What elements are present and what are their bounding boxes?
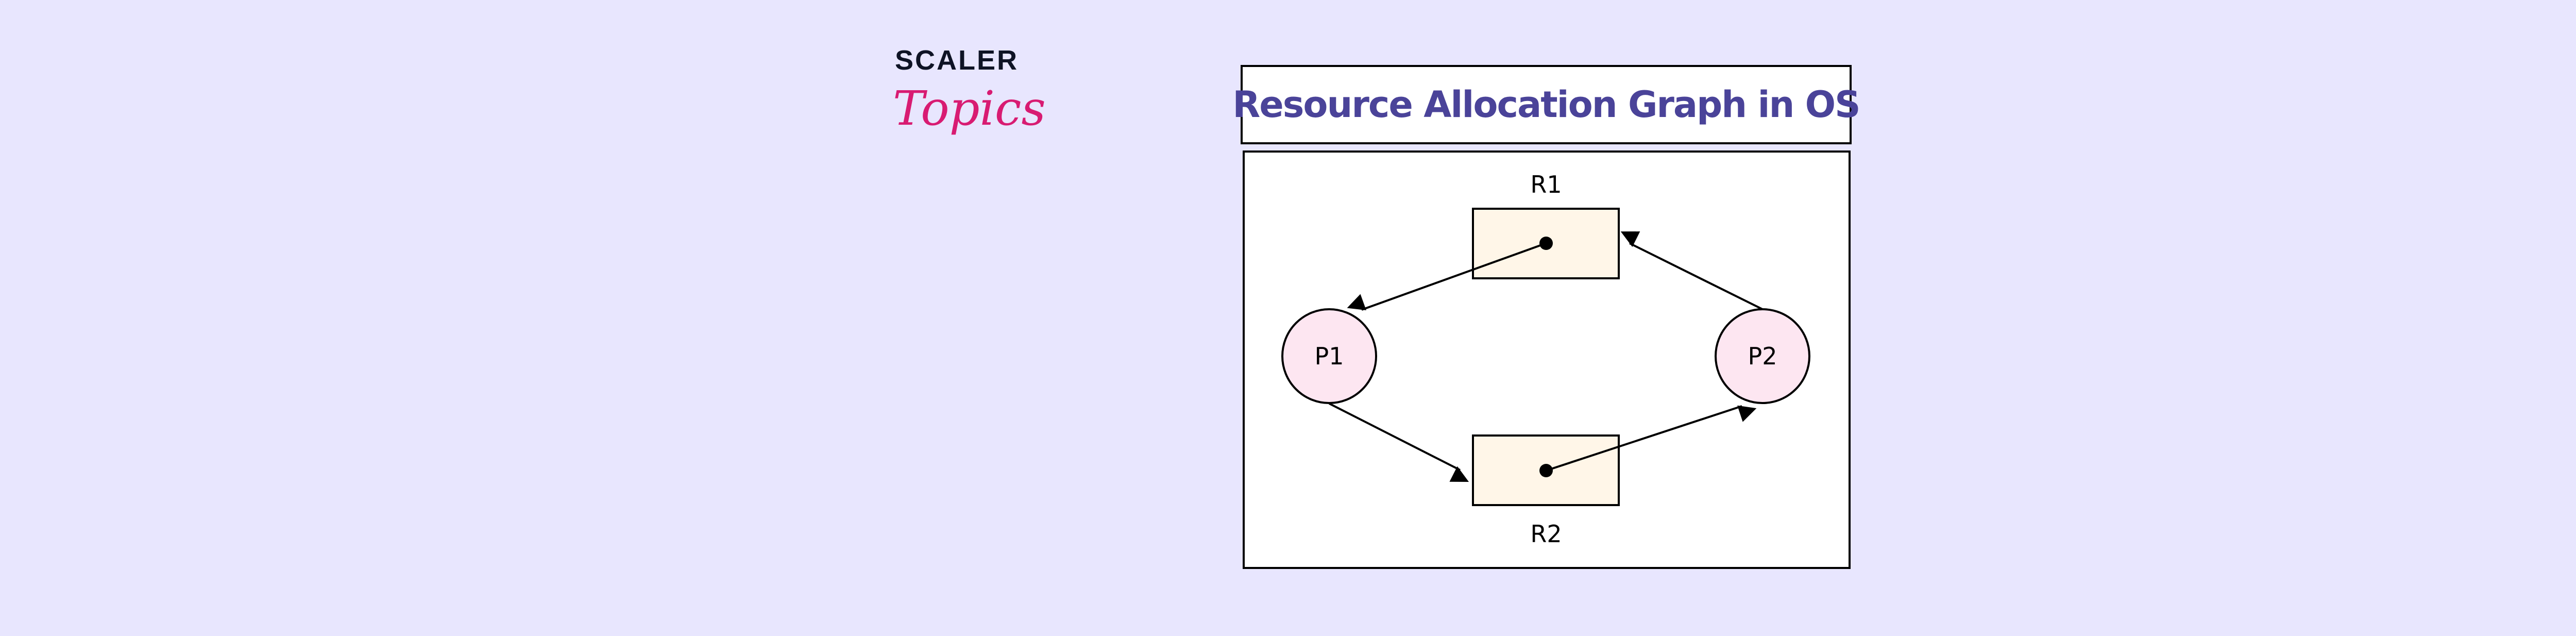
logo-topics-text: Topics <box>893 81 1046 136</box>
edge-r1-to-p1 <box>1347 242 1547 311</box>
r1-instance-dot <box>1539 237 1553 250</box>
resource-r1-label: R1 <box>1530 171 1562 198</box>
process-p2-label: P2 <box>1748 342 1777 370</box>
title-box: Resource Allocation Graph in OS <box>1232 65 1861 144</box>
edge-r2-to-p2 <box>1546 405 1757 472</box>
process-p1 <box>1281 308 1377 404</box>
logo-scaler-text: SCALER <box>895 45 1019 76</box>
edge-p1-to-r2 <box>1329 403 1469 482</box>
resource-r1 <box>1472 208 1620 279</box>
scaler-topics-logo: SCALER Topics <box>893 44 1046 158</box>
process-p1-label: P1 <box>1314 342 1344 370</box>
edge-p2-to-r1 <box>1620 231 1763 310</box>
r2-instance-dot <box>1539 464 1553 477</box>
diagram-title: Resource Allocation Graph in OS <box>1232 83 1860 126</box>
resource-r2-label: R2 <box>1530 520 1562 548</box>
